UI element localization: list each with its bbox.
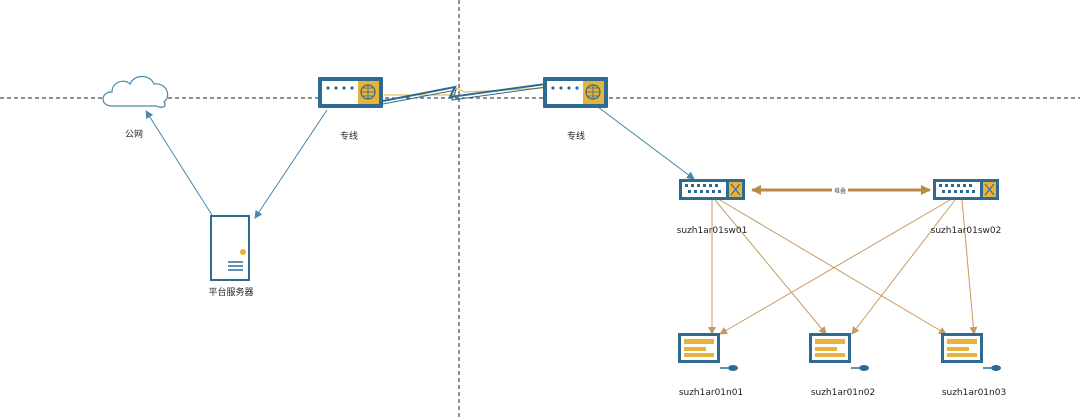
link-router-server [254, 109, 328, 219]
router-right-icon [543, 77, 608, 108]
internet-label: 公网 [124, 130, 144, 140]
router-left-label: 专线 [339, 132, 359, 142]
node-1-label: suzh1ar01n01 [678, 388, 744, 398]
switch-1-label: suzh1ar01sw01 [676, 226, 748, 236]
server-icon [210, 215, 250, 281]
leased-line-link [382, 83, 547, 105]
node-2-label: suzh1ar01n02 [810, 388, 876, 398]
node-1-icon [678, 333, 738, 371]
server-label: 平台服务器 [208, 288, 254, 298]
link-router-switch [597, 106, 695, 180]
router-right-label: 专线 [566, 132, 586, 142]
node-3-label: suzh1ar01n03 [941, 388, 1007, 398]
switch-2-icon [933, 179, 999, 200]
node-3-icon [941, 333, 1001, 371]
switch-node-links [708, 199, 978, 335]
cloud-icon [102, 75, 169, 108]
node-2-icon [809, 333, 869, 371]
switch-2-label: suzh1ar01sw02 [930, 226, 1002, 236]
router-left-icon [318, 77, 383, 108]
link-server-internet [145, 110, 213, 216]
switch-1-icon [679, 179, 745, 200]
stack-link-label: 堆叠 [831, 186, 849, 195]
